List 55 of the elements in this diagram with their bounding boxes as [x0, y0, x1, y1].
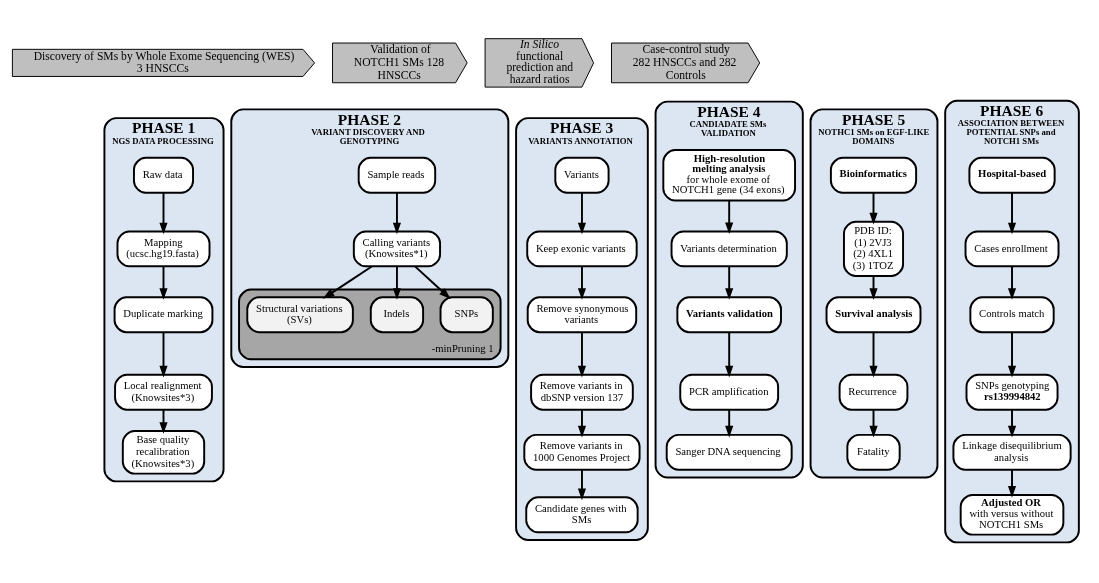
arrow — [322, 265, 373, 299]
node-box: Variants determination — [670, 230, 788, 268]
node-box: Hospital-based — [968, 156, 1056, 194]
arrow — [414, 265, 451, 300]
node-box: Fatality — [846, 433, 901, 471]
node-box: Sanger DNA sequencing — [665, 433, 793, 471]
node-box: Variants — [554, 156, 610, 194]
node-box: Recurrence — [838, 373, 909, 411]
node-box: Adjusted OR with versus without NOTCH1 SMs — [959, 493, 1065, 536]
arrow — [159, 331, 168, 378]
node-box: High-resolution melting analysis for whole exome of NOTCH1 gene (34 exons) — [662, 149, 796, 202]
node-box: Cases enrollment — [964, 230, 1060, 268]
node-box: Base quality recalibration (Knowsites*3) — [121, 430, 206, 475]
node-box: SNPs genotyping rs139994842 — [965, 373, 1059, 411]
arrow — [159, 265, 168, 300]
arrow — [869, 191, 878, 225]
node-box: Indels — [369, 296, 425, 334]
node-box: SNPs — [439, 296, 494, 334]
arrow — [577, 468, 587, 501]
node-box: Sample reads — [357, 156, 437, 194]
arrow — [577, 331, 587, 378]
arrow — [1007, 331, 1017, 378]
arrow — [392, 191, 401, 235]
node-box: Duplicate marking — [113, 296, 214, 334]
node-box: Controls match — [969, 296, 1055, 334]
node-box: Survival analysis — [825, 296, 922, 334]
node-box: Bioinformatics — [829, 156, 918, 194]
node-box: Linkage disequilibrium analysis — [952, 433, 1072, 471]
arrow — [1007, 265, 1017, 300]
arrow — [159, 191, 168, 235]
node-box: Remove synonymous variants — [526, 296, 638, 334]
arrow — [577, 408, 587, 438]
node-box: Local realignment (Knowsites*3) — [114, 373, 213, 411]
arrow — [392, 265, 401, 300]
node-box: Calling variants (Knowsites*1) — [352, 230, 441, 268]
node-box: Mapping (ucsc.hg19.fasta) — [116, 230, 211, 268]
node-box: Remove variants in 1000 Genomes Project — [523, 433, 641, 471]
node-box: Structural variations (SVs) — [246, 296, 354, 334]
node-box: Candidate genes with SMs — [525, 496, 639, 534]
node-box: PCR amplification — [679, 373, 780, 411]
arrow — [1007, 408, 1017, 438]
node-box: Keep exonic variants — [526, 230, 638, 268]
arrow — [1007, 468, 1017, 498]
arrow — [725, 331, 734, 378]
node-box: PDB ID: (1) 2VJ3 (2) 4XL1 (3) 1TOZ — [843, 220, 904, 277]
arrow — [869, 331, 878, 378]
arrow — [577, 191, 587, 235]
node-box: Variants validation — [676, 296, 782, 334]
arrow — [577, 265, 587, 300]
arrow — [725, 408, 734, 438]
node-box: Remove variants in dbSNP version 137 — [530, 373, 634, 411]
arrow — [725, 199, 734, 235]
arrow — [1007, 191, 1017, 235]
arrow — [725, 265, 734, 300]
node-box: Raw data — [133, 156, 194, 194]
